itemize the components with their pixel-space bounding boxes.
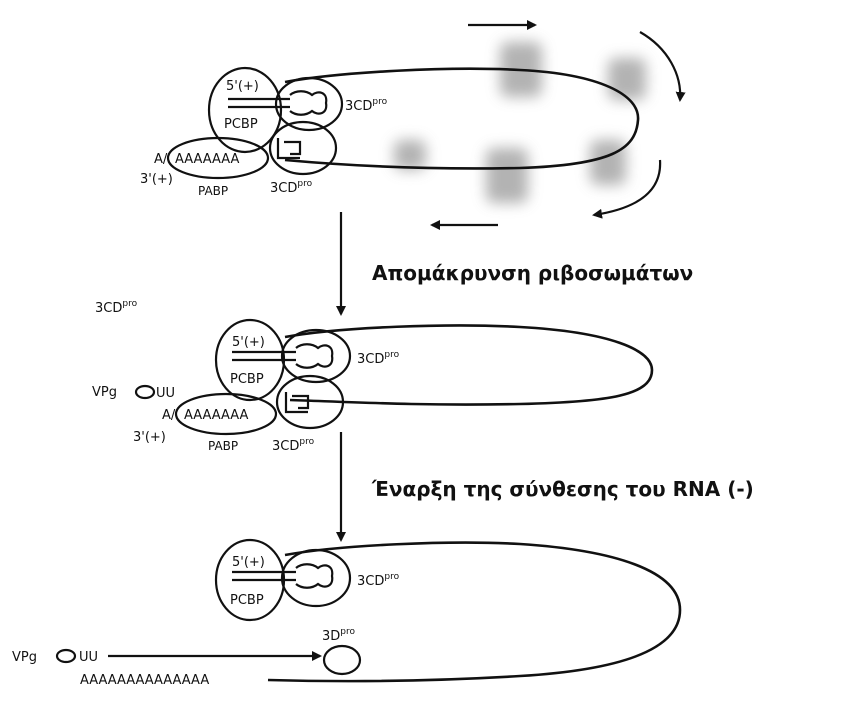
panel-3: 5'(+) PCBP 3CDpro 3Dpro VPg UU AAAAAAAAA… bbox=[12, 540, 680, 688]
ribosome-blob bbox=[608, 58, 646, 100]
three-prime-label-2: 3'(+) bbox=[133, 430, 166, 445]
pabp-label-2: PABP bbox=[208, 439, 238, 453]
vpg-circle-3 bbox=[57, 650, 75, 662]
five-prime-label-3: 5'(+) bbox=[232, 555, 265, 570]
ribosome-blob bbox=[394, 140, 426, 170]
cd-circle-upper-3 bbox=[282, 550, 350, 606]
ribosome-blob bbox=[590, 140, 626, 185]
step-2-label: Έναρξη της σύνθεσης του RNA (-) bbox=[371, 477, 754, 501]
d-pro-label: 3Dpro bbox=[322, 627, 355, 644]
polya-3: AAAAAAAAAAAAAA bbox=[80, 673, 209, 688]
pcbp-label-1: PCBP bbox=[224, 117, 258, 132]
stem-loop-1 bbox=[278, 138, 300, 158]
vpg-label-3: VPg bbox=[12, 650, 37, 665]
ribosome-blob bbox=[486, 148, 528, 203]
cd-label-lower-2: 3CDpro bbox=[272, 437, 315, 454]
stem-loop-2 bbox=[286, 392, 308, 412]
rna-loop-3 bbox=[268, 543, 680, 682]
arrow-curve-down-icon bbox=[640, 32, 680, 100]
uu-label-3: UU bbox=[79, 650, 98, 665]
a-prefix-2: A/ bbox=[162, 408, 176, 423]
uu-label-2: UU bbox=[156, 386, 175, 401]
five-prime-label-2: 5'(+) bbox=[232, 335, 265, 350]
step-1-label: Απομάκρυνση ριβοσωμάτων bbox=[372, 261, 693, 285]
ribosome-blobs bbox=[394, 42, 646, 203]
pcbp-label-3: PCBP bbox=[230, 593, 264, 608]
d-pro-circle bbox=[324, 646, 360, 674]
five-prime-label-1: 5'(+) bbox=[226, 79, 259, 94]
vpg-circle-2 bbox=[136, 386, 154, 398]
pcbp-label-2: PCBP bbox=[230, 372, 264, 387]
cd-label-lower-1: 3CDpro bbox=[270, 179, 313, 196]
cd-label-upper-1: 3CDpro bbox=[345, 97, 388, 114]
rna-loop-1 bbox=[285, 69, 638, 169]
cd-circle-upper-2 bbox=[282, 330, 350, 382]
free-cd-label: 3CDpro bbox=[95, 299, 138, 316]
panel-1: 5'(+) PCBP 3CDpro A/ AAAAAAA 3'(+) PABP … bbox=[140, 25, 680, 225]
cd-label-upper-3: 3CDpro bbox=[357, 572, 400, 589]
panel-2: 5'(+) PCBP 3CDpro VPg UU A/ AAAAAAA 3'(+… bbox=[92, 320, 652, 454]
cd-label-upper-2: 3CDpro bbox=[357, 350, 400, 367]
polya-2: AAAAAAA bbox=[184, 408, 249, 423]
pabp-label-1: PABP bbox=[198, 184, 228, 198]
a-prefix-1: A/ bbox=[154, 152, 168, 167]
vpg-label-2: VPg bbox=[92, 385, 117, 400]
three-prime-label-1: 3'(+) bbox=[140, 172, 173, 187]
polya-1: AAAAAAA bbox=[175, 152, 240, 167]
